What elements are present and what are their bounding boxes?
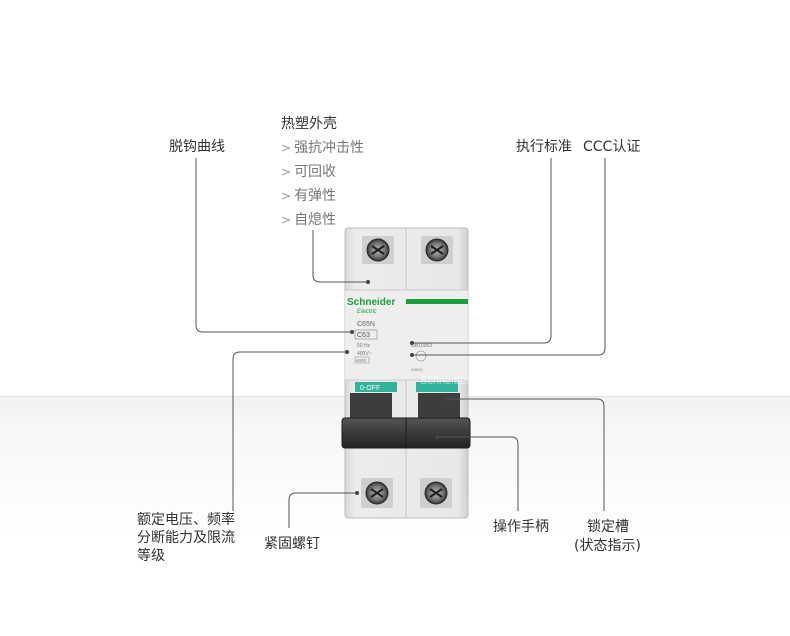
reflection-text: Schneider bbox=[420, 375, 470, 387]
voltage-text: 400V~ bbox=[357, 351, 372, 357]
brand-logo: Schneider bbox=[347, 297, 395, 308]
label-standard: 执行标准 bbox=[516, 139, 572, 155]
leader-dots bbox=[345, 280, 449, 495]
shell-feature-item: >可回收 bbox=[281, 164, 337, 180]
freq-text: 50 Hz bbox=[357, 343, 371, 349]
bottom-screw-left bbox=[361, 478, 393, 508]
shell-feature-item: >自熄性 bbox=[281, 212, 337, 228]
brand-sub-logo: Electric bbox=[357, 309, 377, 315]
label-operating-handle: 操作手柄 bbox=[493, 519, 549, 535]
label-trip-curve: 脱钩曲线 bbox=[169, 139, 225, 155]
rating-text: C63 bbox=[357, 332, 370, 339]
chevron-right-icon: > bbox=[281, 141, 292, 155]
status-window-right bbox=[416, 382, 458, 392]
status-window-left bbox=[355, 382, 397, 392]
top-screw-left bbox=[362, 236, 394, 264]
leader-lines bbox=[195, 158, 606, 528]
ccc-mark-icon bbox=[415, 350, 427, 362]
rating-box bbox=[354, 329, 378, 340]
label-lock-slot: 锁定槽 bbox=[587, 519, 629, 535]
bottom-screw-right bbox=[420, 478, 452, 508]
switch-label: 0-OFF bbox=[360, 385, 380, 392]
label-lock-slot-sub: (状态指示) bbox=[574, 538, 641, 554]
label-ccc: CCC认证 bbox=[583, 139, 641, 155]
ccc-code: A5000 bbox=[411, 367, 423, 372]
brand-stripe bbox=[406, 299, 468, 304]
breaker-body bbox=[344, 227, 469, 519]
chevron-right-icon: > bbox=[281, 165, 292, 179]
chevron-right-icon: > bbox=[281, 189, 292, 203]
capacity-box bbox=[354, 356, 370, 364]
model-text: C65N bbox=[357, 321, 375, 328]
label-rated-specs: 额定电压、频率分断能力及限流等级 bbox=[137, 512, 235, 564]
capacity-text: 6000 bbox=[356, 358, 367, 363]
shell-feature-item: >有弹性 bbox=[281, 188, 337, 204]
operating-handle bbox=[341, 393, 471, 449]
chevron-right-icon: > bbox=[281, 213, 292, 227]
label-fastening-screw: 紧固螺钉 bbox=[264, 536, 320, 552]
label-shell-title: 热塑外壳 bbox=[281, 116, 337, 132]
top-screw-right bbox=[421, 236, 453, 264]
standard-code: GB10963 bbox=[411, 343, 432, 349]
shell-feature-item: >强抗冲击性 bbox=[281, 140, 365, 156]
